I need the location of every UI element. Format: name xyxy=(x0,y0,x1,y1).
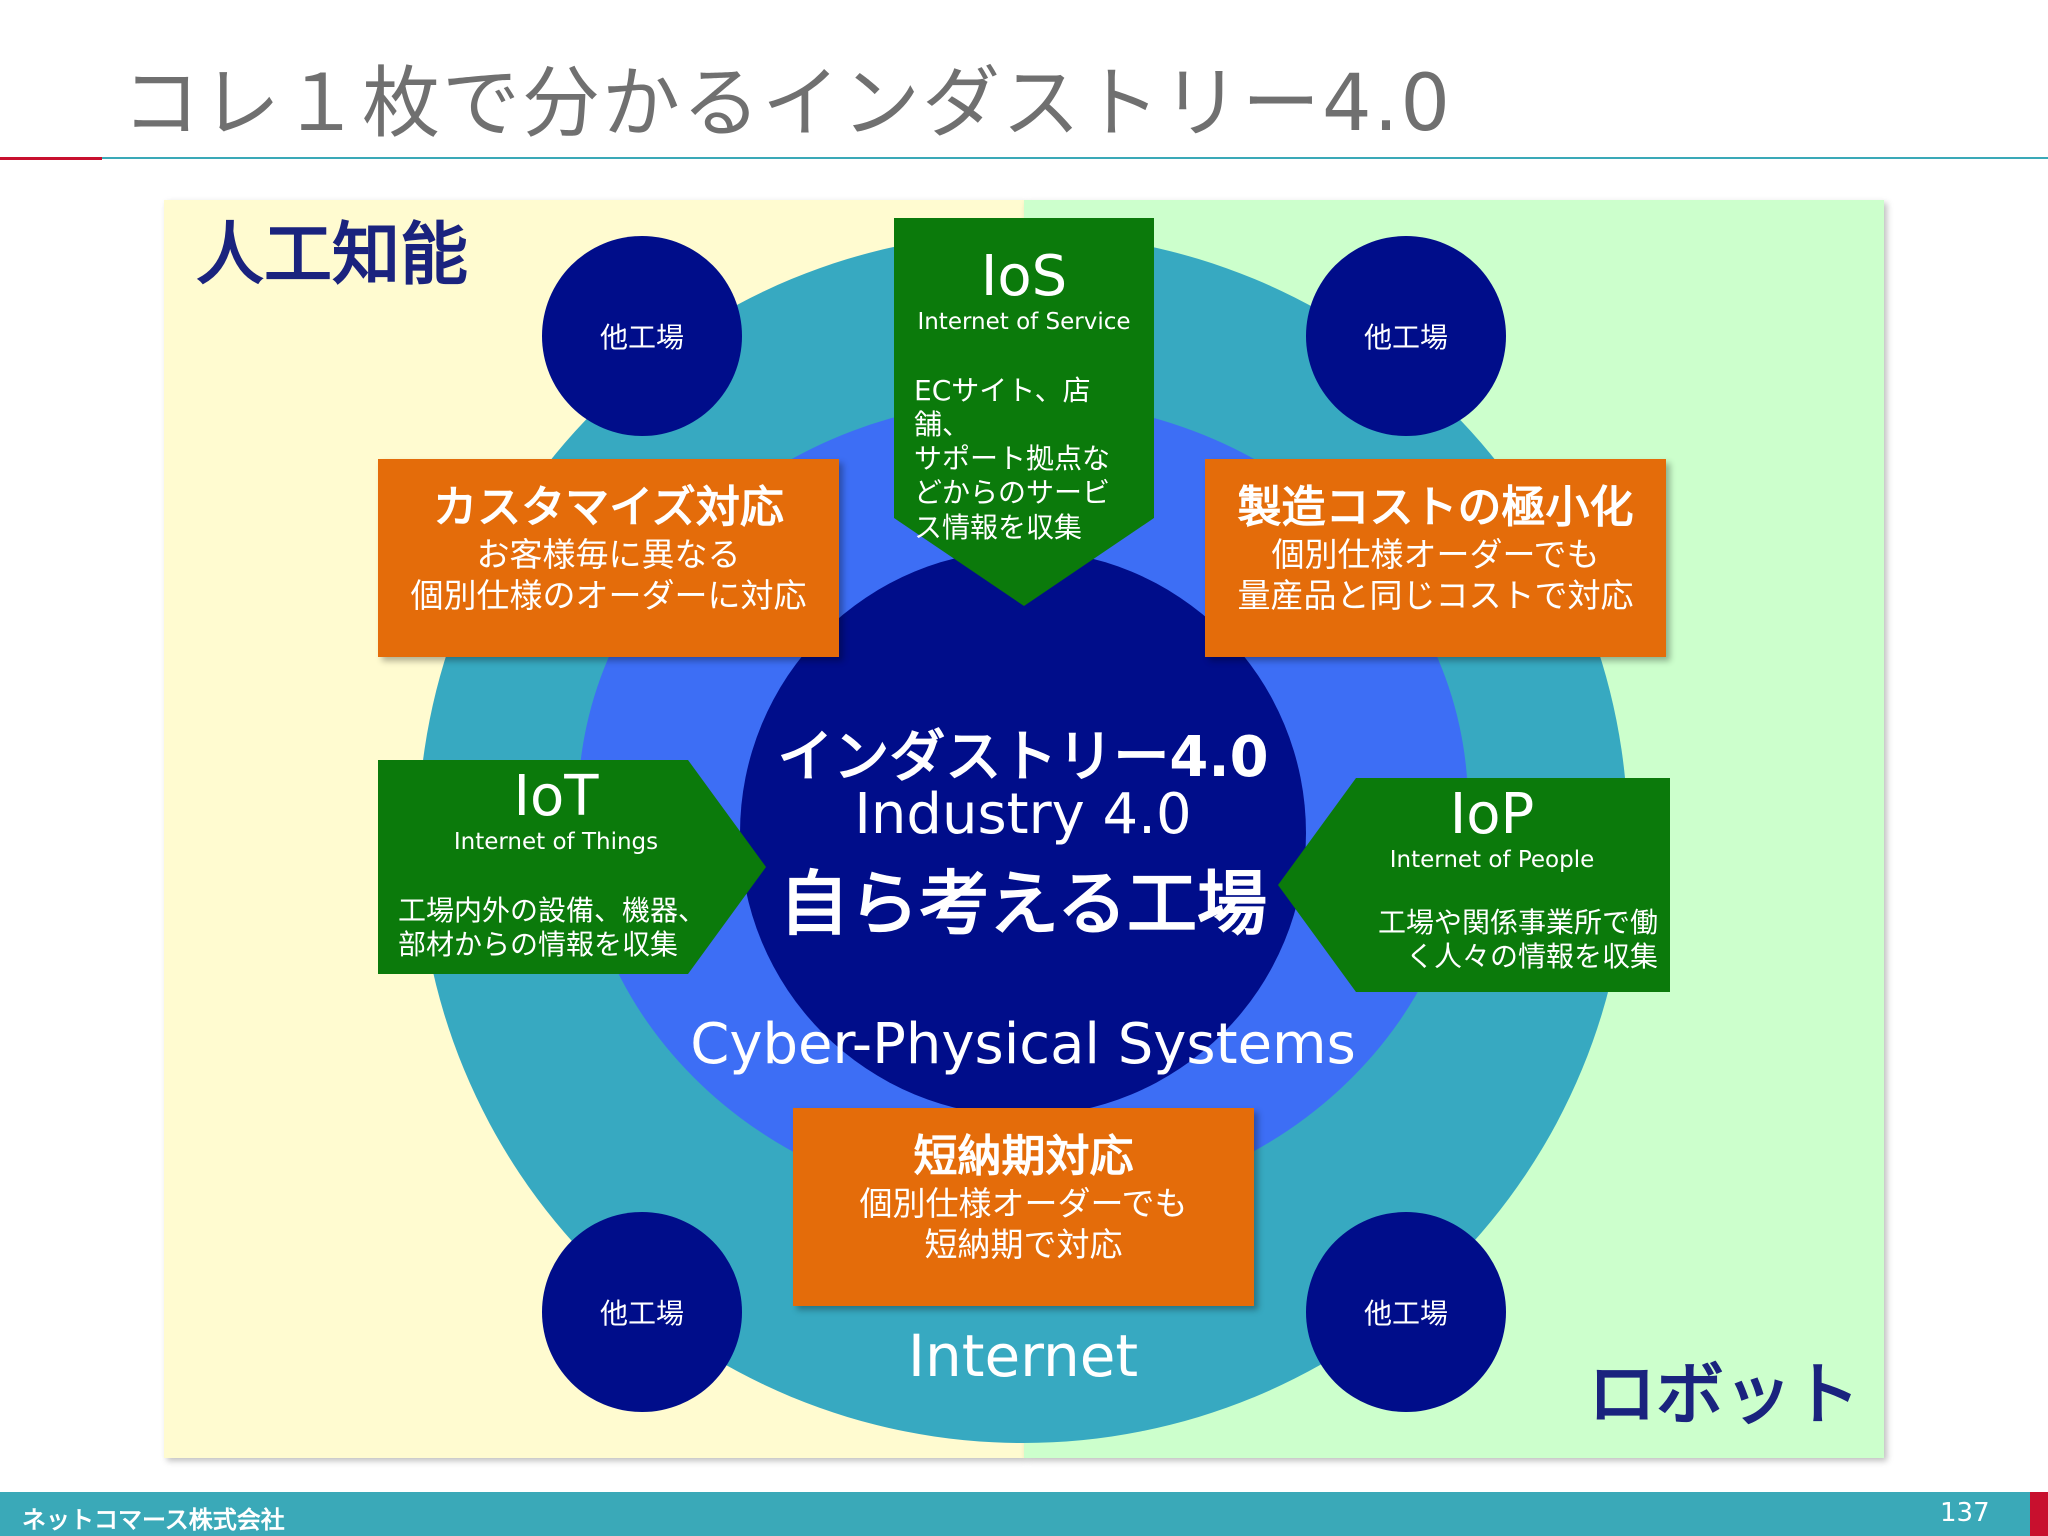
other-factory-bottom-right: 他工場 xyxy=(1306,1212,1506,1412)
page-number: 137 xyxy=(1940,1498,1990,1528)
core-title-ja: インダストリー4.0 xyxy=(777,725,1269,790)
iot-desc-line: 工場内外の設備、機器、 xyxy=(398,894,707,927)
core-tagline: 自ら考える工場 xyxy=(779,863,1267,945)
ios-name: IoS xyxy=(980,244,1068,309)
iop-box: IoP Internet of People 工場や関係事業所で働 く人々の情報… xyxy=(1278,778,1670,992)
benefit-cost: 製造コストの極小化 個別仕様オーダーでも 量産品と同じコストで対応 xyxy=(1205,459,1666,657)
ai-label: 人工知能 xyxy=(196,216,469,295)
other-factory-top-right: 他工場 xyxy=(1306,236,1506,436)
benefit-customize-desc: お客様毎に異なる xyxy=(476,534,741,574)
iot-box: IoT Internet of Things 工場内外の設備、機器、 部材からの… xyxy=(378,760,766,974)
iop-subtitle: Internet of People xyxy=(1389,846,1595,873)
title-underline-teal xyxy=(102,157,2048,159)
benefit-cost-desc: 個別仕様オーダーでも xyxy=(1271,534,1600,574)
benefit-cost-title: 製造コストの極小化 xyxy=(1237,482,1634,533)
company-name: ネットコマース株式会社 xyxy=(22,1506,285,1534)
iop-name: IoP xyxy=(1449,782,1535,847)
ios-subtitle: Internet of Service xyxy=(917,308,1131,335)
footer-accent xyxy=(2030,1492,2048,1536)
benefit-short-desc: 個別仕様オーダーでも xyxy=(859,1183,1188,1223)
benefit-customize-title: カスタマイズ対応 xyxy=(433,482,784,533)
footer-bar xyxy=(0,1492,2030,1536)
ios-desc-line: どからのサービ xyxy=(914,476,1111,510)
iot-desc-line: 部材からの情報を収集 xyxy=(398,928,679,962)
benefit-short-title: 短納期対応 xyxy=(913,1131,1134,1182)
other-factory-top-left: 他工場 xyxy=(542,236,742,436)
benefit-customize-desc: 個別仕様のオーダーに対応 xyxy=(410,576,807,616)
benefit-short-delivery: 短納期対応 個別仕様オーダーでも 短納期で対応 xyxy=(793,1108,1254,1306)
iop-arrow-shape xyxy=(1278,778,1670,992)
benefit-customize: カスタマイズ対応 お客様毎に異なる 個別仕様のオーダーに対応 xyxy=(378,459,839,657)
robot-label: ロボット xyxy=(1588,1356,1861,1435)
iop-desc-line: く人々の情報を収集 xyxy=(1405,940,1658,974)
internet-ring-label: Internet xyxy=(907,1322,1139,1390)
benefit-cost-desc: 量産品と同じコストで対応 xyxy=(1237,576,1634,616)
cps-ring-label: Cyber-Physical Systems xyxy=(690,1012,1356,1077)
benefit-short-desc: 短納期で対応 xyxy=(924,1225,1123,1265)
iot-arrow-shape xyxy=(378,760,766,974)
iot-subtitle: Internet of Things xyxy=(453,828,659,855)
title-underline-red xyxy=(0,157,102,160)
ios-desc-line: サポート拠点な xyxy=(914,442,1111,476)
core-title-en: Industry 4.0 xyxy=(854,782,1192,847)
iop-desc-line: 工場や関係事業所で働 xyxy=(1377,906,1658,939)
iot-name: IoT xyxy=(513,764,599,829)
slide-title: コレ１枚で分かるインダストリー4.0 xyxy=(122,59,1453,149)
other-factory-bottom-left: 他工場 xyxy=(542,1212,742,1412)
ios-arrow-shape xyxy=(894,218,1154,606)
ios-box: IoS Internet of Service ECサイト、店舗、 サポート拠点… xyxy=(894,218,1154,606)
ios-desc-line: ス情報を収集 xyxy=(914,510,1083,544)
ios-desc-line: ECサイト、店舗、 xyxy=(914,374,1091,442)
